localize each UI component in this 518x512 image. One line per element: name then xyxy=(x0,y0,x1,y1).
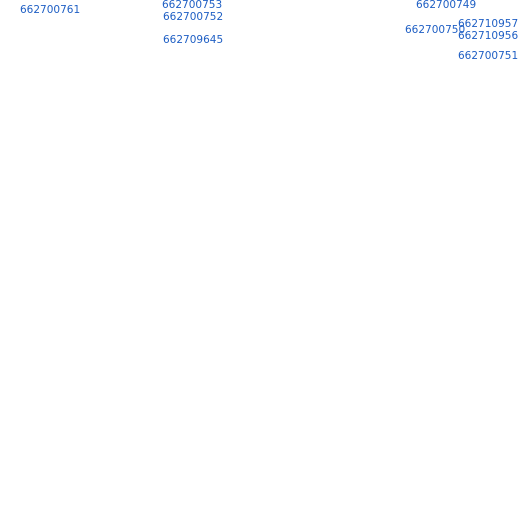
parcel-label-662710957[interactable]: 662710957 xyxy=(458,18,518,30)
parcel-label-662710956[interactable]: 662710956 xyxy=(458,30,518,42)
parcel-label-662700750[interactable]: 662700750 xyxy=(405,24,466,36)
parcel-label-662700751[interactable]: 662700751 xyxy=(458,50,518,62)
parcel-label-662709645[interactable]: 662709645 xyxy=(163,34,224,46)
parcel-label-662700752[interactable]: 662700752 xyxy=(163,11,224,23)
parcel-label-662700749[interactable]: 662700749 xyxy=(416,0,477,11)
parcel-label-662700753[interactable]: 662700753 xyxy=(162,0,223,11)
parcel-label-662700761[interactable]: 662700761 xyxy=(20,4,81,16)
